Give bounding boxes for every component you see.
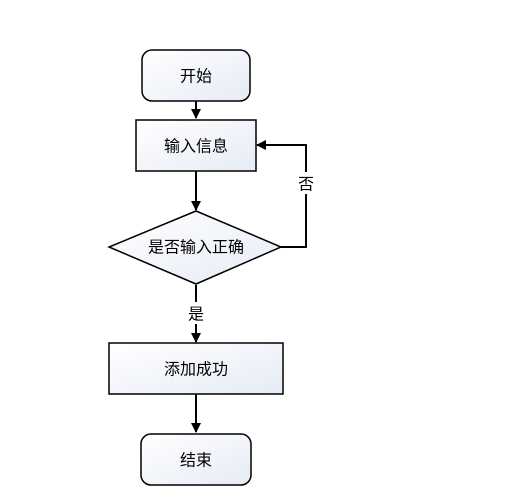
success-node-shape	[108, 342, 284, 395]
success-node: 添加成功	[108, 342, 284, 395]
start-node: 开始	[141, 49, 251, 102]
check-decision-label: 是否输入正确	[148, 238, 244, 257]
success-node-label: 添加成功	[164, 360, 228, 379]
start-node-shape	[141, 49, 251, 102]
input-node: 输入信息	[135, 119, 257, 172]
input-node-shape	[135, 119, 257, 172]
check-decision-shape	[107, 210, 283, 285]
check-decision-node: 是否输入正确	[107, 210, 283, 285]
start-node-label: 开始	[180, 67, 212, 86]
edge-check-no-loop	[256, 140, 307, 248]
edge-label-no: 否	[298, 175, 314, 194]
end-node-shape	[140, 433, 252, 486]
end-node-label: 结束	[180, 451, 212, 470]
no-label-background	[295, 172, 317, 194]
edge-label-yes: 是	[188, 305, 204, 324]
input-node-label: 输入信息	[164, 137, 228, 156]
yes-label-background	[184, 302, 208, 324]
end-node: 结束	[140, 433, 252, 486]
